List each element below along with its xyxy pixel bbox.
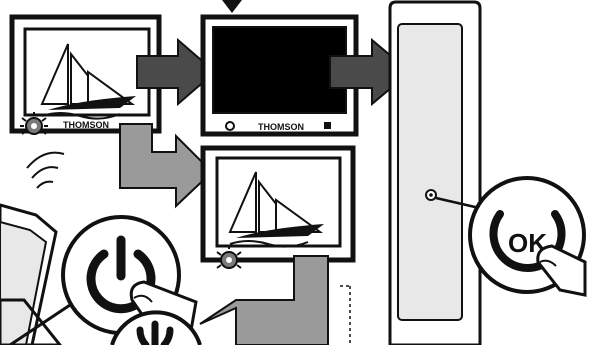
tv-on-top-left: THOMSON — [9, 14, 162, 135]
tv1-brand-label: THOMSON — [63, 120, 109, 130]
arrow-icon — [199, 255, 329, 346]
arrow-icon — [119, 123, 214, 209]
remote-partial-left — [0, 203, 58, 347]
ir-signal-icon — [26, 151, 65, 189]
top-arrow-tip-icon — [222, 0, 242, 13]
tv2-button — [324, 122, 331, 129]
standby-led-icon — [215, 246, 243, 269]
tv-on-center — [200, 145, 356, 269]
finger-icon — [536, 244, 587, 297]
standby-led-icon — [20, 112, 48, 135]
power-icon — [86, 235, 156, 314]
ok-zoom-bubble: OK — [468, 176, 587, 297]
tv2-brand-label: THOMSON — [258, 122, 304, 132]
sailboat-icon — [40, 43, 136, 120]
sailboat-icon — [228, 171, 324, 248]
remote-control — [388, 0, 489, 347]
arrow-icon — [136, 37, 217, 107]
tv2-power-led — [225, 121, 235, 131]
